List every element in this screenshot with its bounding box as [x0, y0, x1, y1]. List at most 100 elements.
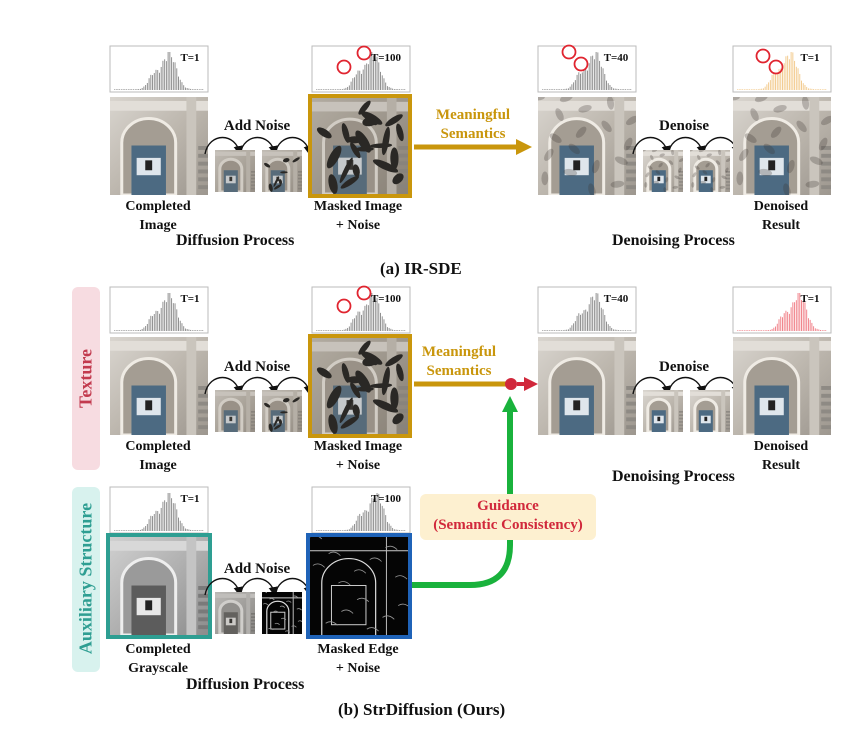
img-completed-a-shutter	[198, 153, 208, 158]
hist-c1-bar	[157, 511, 159, 531]
hist-a4-bar	[809, 88, 811, 90]
hist-a2-bar	[331, 89, 333, 90]
img-denoised-a-shadow	[750, 108, 759, 122]
hist-b1-bar	[171, 298, 173, 331]
img-masked-b-content	[312, 338, 408, 434]
img-noise-small-a1-shutter	[251, 177, 255, 180]
hist-a1-bar	[179, 79, 181, 90]
hist-b2-bar	[341, 330, 343, 331]
hist-a1-bar	[117, 89, 119, 90]
img-masked-b-mask-blob	[358, 340, 371, 355]
img-grayscale-shutter	[198, 617, 208, 622]
img-denoise-small-b2	[690, 390, 730, 432]
img-masked-b-shutter	[398, 401, 408, 406]
hist-b2-bar	[390, 328, 392, 331]
hist-a3-bar	[618, 89, 620, 90]
hist-a1-bar	[127, 89, 129, 90]
hist-c2-bar	[317, 530, 319, 531]
hist-b3-bar	[574, 321, 576, 331]
img-noise-small-b1-shutter	[251, 424, 255, 427]
hist-b4-bar	[738, 330, 740, 331]
img-denoise-start-a-shadow	[575, 126, 587, 138]
hist-a3-bar	[619, 89, 621, 90]
hist-b1-bar	[134, 330, 136, 331]
img-noise-small-b1-content	[215, 390, 255, 432]
hist-c2-bar	[383, 508, 385, 531]
hist-b2-bar	[357, 311, 359, 331]
hist-a2-bar	[385, 82, 387, 90]
hist-c1-bar	[138, 530, 140, 531]
hist-c1-bar	[143, 527, 145, 531]
hist-c1-bar	[145, 526, 147, 531]
hist-a1-bar	[120, 89, 122, 90]
hist-c2-bar	[338, 530, 340, 531]
img-denoise-start-a-shadow	[559, 97, 573, 103]
img-edge-small-2	[262, 592, 302, 634]
img-masked-edge-arch-edge	[321, 557, 377, 635]
hist-b4-bar	[778, 319, 780, 331]
hist-c1-bar	[176, 509, 178, 531]
hist-a2-bar	[321, 89, 323, 90]
img-denoise-small-a2-shutter	[726, 174, 730, 177]
hist-b1-bar	[176, 309, 178, 331]
hist-b1-bar	[119, 330, 121, 331]
hist-b2-bar	[326, 330, 328, 331]
hist-a4-bar	[795, 66, 797, 90]
hist-a1-bar	[146, 82, 148, 90]
img-masked-edge-noise-edge	[310, 537, 323, 540]
denoise-a-curve-1	[667, 137, 707, 156]
hist-a3-bar	[562, 89, 564, 90]
img-completed-b-column	[186, 337, 197, 435]
img-masked-b-mask-blob	[355, 370, 372, 393]
hist-b2-bar	[383, 319, 385, 331]
hist-a1-bar	[202, 89, 204, 90]
hist-c1-bar	[150, 515, 152, 531]
hist-a1-bar	[198, 89, 200, 90]
hist-a1-bar	[176, 68, 178, 90]
hist-b4-bar	[802, 301, 804, 331]
hist-a3-bar	[585, 68, 587, 90]
img-masked-a-mask-blob	[372, 159, 399, 173]
img-noise-small-a1-shutter	[251, 171, 255, 173]
denoise-b-curve-0	[632, 377, 672, 396]
hist-a2-bar	[374, 58, 376, 90]
hist-b4-bar	[775, 326, 777, 331]
hist-a2-bar	[316, 89, 317, 90]
img-denoise-small-a2-column	[721, 150, 726, 192]
img-denoise-small-a2-shadow	[706, 153, 712, 157]
img-denoise-small-a2-content	[690, 150, 730, 192]
img-masked-edge-door-edge	[330, 585, 367, 626]
caption-a: (a) IR-SDE	[380, 259, 462, 278]
hist-b1-bar	[124, 330, 126, 331]
t-label-c1: T=1	[180, 493, 200, 505]
img-gray-small-1-shutter	[251, 619, 255, 622]
hist-a1-bar	[172, 62, 174, 90]
highlight-circle-b2	[356, 285, 372, 301]
hist-a1-bar	[138, 89, 140, 90]
hist-b4-bar	[762, 330, 764, 331]
hist-a4-bar	[743, 89, 745, 90]
img-masked-b-mask-blob	[350, 382, 361, 399]
img-masked-a-noise-tint	[312, 98, 408, 194]
img-denoise-small-a1-shadow	[655, 170, 661, 175]
img-gray-small-1-door-dark	[229, 618, 233, 624]
hist-a2-bar	[352, 78, 354, 90]
hist-a3-bar	[626, 89, 628, 90]
img-denoise-start-b-shutter	[626, 425, 636, 430]
img-gray-small-1-shutter	[251, 629, 255, 632]
img-denoise-small-a1-shadow	[644, 182, 648, 188]
hist-a3-bar	[593, 59, 595, 90]
img-denoise-start-b-content	[538, 337, 636, 435]
hist-c2-bar	[328, 530, 330, 531]
hist-a2-bar	[348, 85, 350, 90]
hist-a4-bar	[750, 89, 752, 90]
hist-a3-bar	[621, 89, 623, 90]
highlight-circle-a5	[755, 48, 771, 64]
t-label-a2: T=100	[370, 52, 402, 64]
hist-b1-bar	[152, 316, 154, 331]
hist-b1-bar	[150, 315, 152, 331]
gold-arrow-head-a	[516, 139, 532, 155]
guidance-arrow-path	[412, 410, 513, 588]
img-denoise-small-a2-shadow	[718, 150, 722, 156]
hist-a3-bar	[597, 52, 599, 90]
